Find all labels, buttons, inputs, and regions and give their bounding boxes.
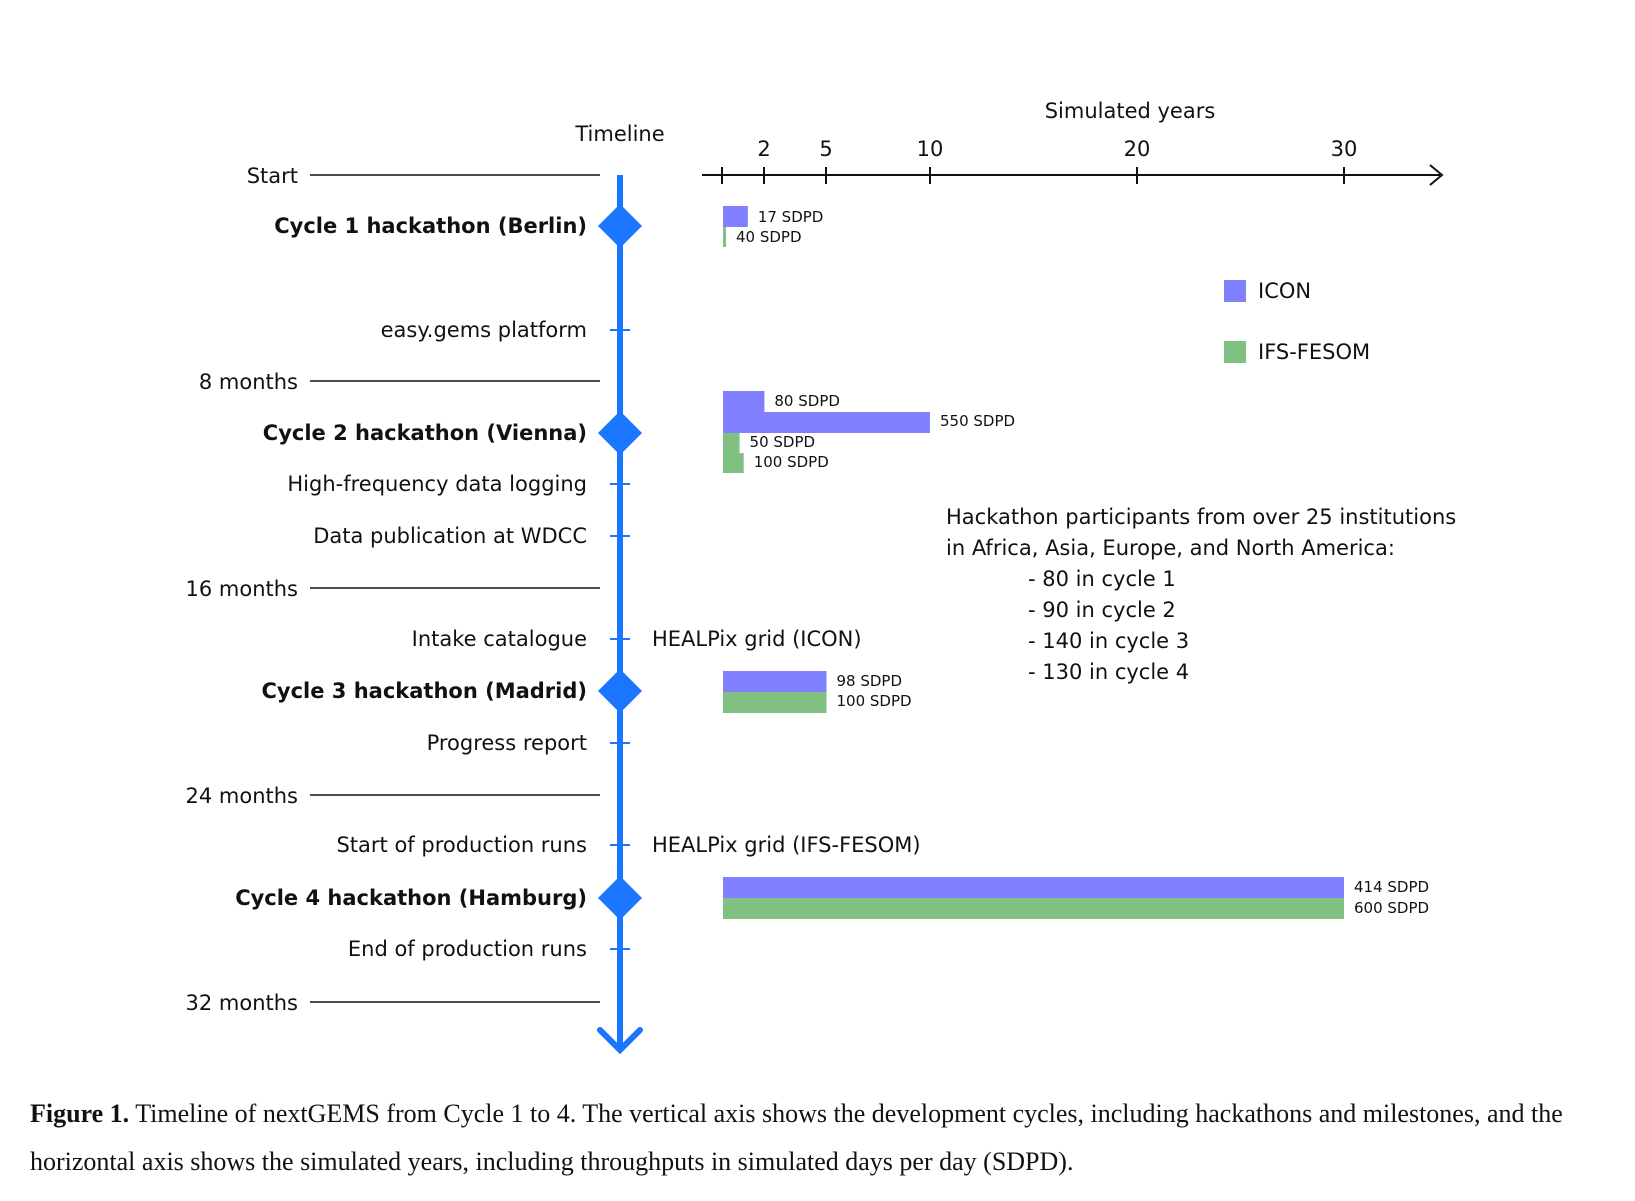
diamond-cycle-3 bbox=[598, 669, 642, 713]
month-label-24: 24 months bbox=[186, 784, 299, 808]
month-label-start: Start bbox=[247, 164, 298, 188]
legend-icon-label: ICON bbox=[1258, 279, 1311, 303]
participants-note: Hackathon participants from over 25 inst… bbox=[946, 505, 1456, 684]
bar-ifs-cycle-2-1 bbox=[723, 453, 744, 473]
bar-ifs-cycle-3-0 bbox=[723, 692, 827, 713]
legend-ifs-label: IFS-FESOM bbox=[1258, 340, 1370, 364]
x-tick-label-2: 2 bbox=[757, 137, 770, 161]
participants-item-3: - 140 in cycle 3 bbox=[1028, 629, 1189, 653]
timeline-title: Timeline bbox=[574, 122, 664, 146]
event-label-easy-gems: easy.gems platform bbox=[381, 318, 587, 342]
event-label-end-production: End of production runs bbox=[348, 937, 587, 961]
participants-item-1: - 80 in cycle 1 bbox=[1028, 567, 1176, 591]
x-tick-label-10: 10 bbox=[917, 137, 944, 161]
x-tick-label-30: 30 bbox=[1331, 137, 1358, 161]
figure-caption: Figure 1. Timeline of nextGEMS from Cycl… bbox=[30, 1090, 1610, 1186]
event-label-progress: Progress report bbox=[427, 731, 587, 755]
event-label-hf-logging: High-frequency data logging bbox=[287, 472, 587, 496]
legend-ifs-swatch bbox=[1224, 341, 1246, 363]
bar-icon-cycle-2-1 bbox=[723, 412, 930, 433]
event-label-cycle-1: Cycle 1 hackathon (Berlin) bbox=[274, 214, 587, 238]
event-label-intake: Intake catalogue bbox=[412, 627, 587, 651]
caption-text: Timeline of nextGEMS from Cycle 1 to 4. … bbox=[30, 1099, 1563, 1176]
bar-label-icon-cycle-2-1: 550 SDPD bbox=[940, 412, 1015, 430]
diamond-cycle-1 bbox=[598, 204, 642, 248]
bar-icon-cycle-3-0 bbox=[723, 671, 827, 692]
bar-label-ifs-cycle-1-0: 40 SDPD bbox=[736, 228, 802, 246]
timeline-figure: Timeline Simulated years 2 5 10 20 30 St… bbox=[186, 99, 1456, 1055]
simulated-years-title: Simulated years bbox=[1045, 99, 1216, 123]
x-tick-label-20: 20 bbox=[1124, 137, 1151, 161]
healpix-icon-note: HEALPix grid (ICON) bbox=[652, 627, 862, 651]
bar-ifs-cycle-2-0 bbox=[723, 433, 740, 453]
bar-icon-cycle-2-0 bbox=[723, 391, 765, 412]
throughput-bars: 17 SDPD 80 SDPD 550 SDPD 98 SDPD 414 SDPD 40 … bbox=[723, 206, 1429, 919]
participants-line-2: in Africa, Asia, Europe, and North Ameri… bbox=[946, 536, 1395, 560]
event-labels: Cycle 1 hackathon (Berlin) easy.gems pla… bbox=[235, 214, 587, 961]
bar-icon-cycle-1-0 bbox=[723, 206, 748, 227]
event-label-cycle-3: Cycle 3 hackathon (Madrid) bbox=[262, 679, 588, 703]
bar-label-ifs-cycle-2-0: 50 SDPD bbox=[750, 433, 816, 451]
event-label-wdcc: Data publication at WDCC bbox=[313, 524, 587, 548]
month-label-32: 32 months bbox=[186, 991, 299, 1015]
bar-label-ifs-cycle-2-1: 100 SDPD bbox=[754, 453, 829, 471]
bar-label-icon-cycle-1-0: 17 SDPD bbox=[758, 208, 824, 226]
event-label-cycle-2: Cycle 2 hackathon (Vienna) bbox=[263, 421, 587, 445]
healpix-ifs-note: HEALPix grid (IFS-FESOM) bbox=[652, 833, 921, 857]
month-markers: Start 8 months 16 months 24 months 32 mo… bbox=[186, 164, 600, 1015]
participants-item-4: - 130 in cycle 4 bbox=[1028, 660, 1189, 684]
caption-prefix: Figure 1. bbox=[30, 1099, 130, 1128]
timeline-arrow bbox=[597, 1027, 643, 1055]
legend-icon-swatch bbox=[1224, 280, 1246, 302]
bar-ifs-cycle-1-0 bbox=[723, 227, 726, 247]
event-markers bbox=[598, 204, 642, 950]
bar-label-icon-cycle-2-0: 80 SDPD bbox=[774, 392, 840, 410]
diamond-cycle-2 bbox=[598, 411, 642, 455]
bar-label-icon-cycle-3-0: 98 SDPD bbox=[837, 672, 903, 690]
event-label-start-production: Start of production runs bbox=[336, 833, 587, 857]
bar-icon-cycle-4-0 bbox=[723, 877, 1344, 898]
diamond-cycle-4 bbox=[598, 876, 642, 920]
bar-label-ifs-cycle-4-0: 600 SDPD bbox=[1354, 899, 1429, 917]
x-axis-arrow bbox=[1429, 164, 1444, 186]
x-tick-label-5: 5 bbox=[819, 137, 832, 161]
bar-ifs-cycle-4-0 bbox=[723, 898, 1344, 919]
month-label-8: 8 months bbox=[199, 370, 298, 394]
legend: ICON IFS-FESOM bbox=[1224, 279, 1370, 364]
bar-label-icon-cycle-4-0: 414 SDPD bbox=[1354, 878, 1429, 896]
participants-line-1: Hackathon participants from over 25 inst… bbox=[946, 505, 1456, 529]
month-label-16: 16 months bbox=[186, 577, 299, 601]
event-label-cycle-4: Cycle 4 hackathon (Hamburg) bbox=[235, 886, 587, 910]
x-axis-ticks: 2 5 10 20 30 bbox=[757, 137, 1357, 184]
participants-item-2: - 90 in cycle 2 bbox=[1028, 598, 1176, 622]
bar-label-ifs-cycle-3-0: 100 SDPD bbox=[837, 692, 912, 710]
